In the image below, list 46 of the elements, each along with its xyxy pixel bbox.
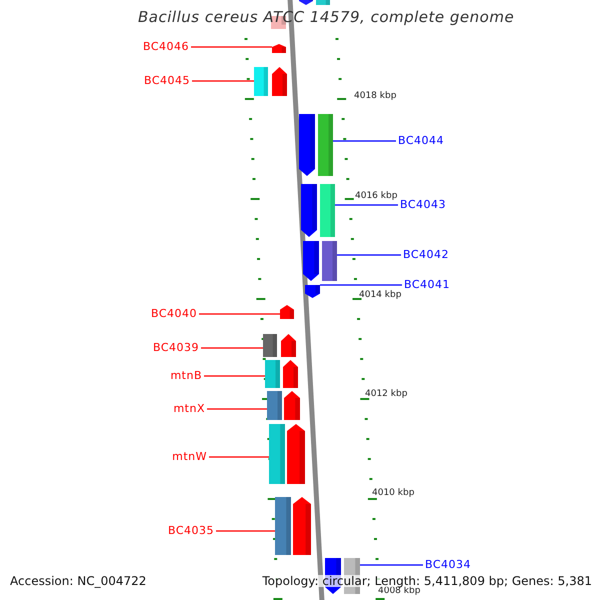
gene-arrow-drawing [267, 391, 300, 420]
scale-label: 4018 kbp [354, 92, 396, 101]
gene-arrow-drawing [280, 305, 294, 319]
leader-line [191, 46, 272, 48]
gene-label: BC4041 [404, 279, 450, 290]
gene-label: BC4042 [403, 249, 450, 260]
leader-line [204, 375, 265, 377]
gene-label: BC4046 [142, 41, 189, 52]
gene-arrow-drawing [269, 424, 305, 484]
gene-arrow-drawing [265, 360, 298, 388]
gene-label: BC4044 [398, 135, 444, 146]
leader-line [216, 530, 275, 532]
gene-arrow-drawing [254, 67, 287, 96]
gene-label: mtnX [173, 403, 205, 414]
gene-label: BC4040 [150, 308, 197, 319]
leader-line [201, 347, 263, 349]
scale-label: 4012 kbp [365, 390, 408, 399]
scale-label: 4016 kbp [355, 192, 398, 201]
gene-label: BC4045 [144, 75, 190, 86]
scale-label: 4008 kbp [378, 587, 420, 596]
gene-arrow-drawing [263, 334, 296, 357]
scale-label: 4014 kbp [359, 291, 402, 300]
leader-line [209, 456, 269, 458]
gene-label: BC4043 [400, 199, 446, 210]
gene-arrow-drawing [275, 497, 311, 555]
gene-label: BC4039 [152, 342, 199, 353]
gene-arrow-drawing [299, 114, 333, 176]
gene-label: BC4035 [168, 525, 214, 536]
scale-label: 4010 kbp [372, 489, 414, 498]
leader-line [337, 254, 401, 256]
leader-line [199, 313, 280, 315]
gene-label: mtnW [172, 451, 207, 462]
leader-line [335, 204, 398, 206]
leader-line [192, 80, 254, 82]
gene-arrow-drawing [303, 241, 337, 281]
leader-line [333, 140, 396, 142]
leader-line [360, 564, 423, 566]
genome-summary-text: Topology: circular; Length: 5,411,809 bp; Genes: 5,381 [262, 575, 592, 587]
accession-text: Accession: NC_004722 [10, 575, 146, 587]
leader-line [207, 408, 267, 410]
gene-label: BC4034 [425, 559, 472, 570]
leader-line [320, 284, 402, 286]
gene-arrow-drawing [301, 184, 335, 237]
gene-arrow-drawing [305, 285, 320, 298]
gene-label: mtnB [170, 370, 202, 381]
gene-arrow-drawing [272, 44, 286, 53]
